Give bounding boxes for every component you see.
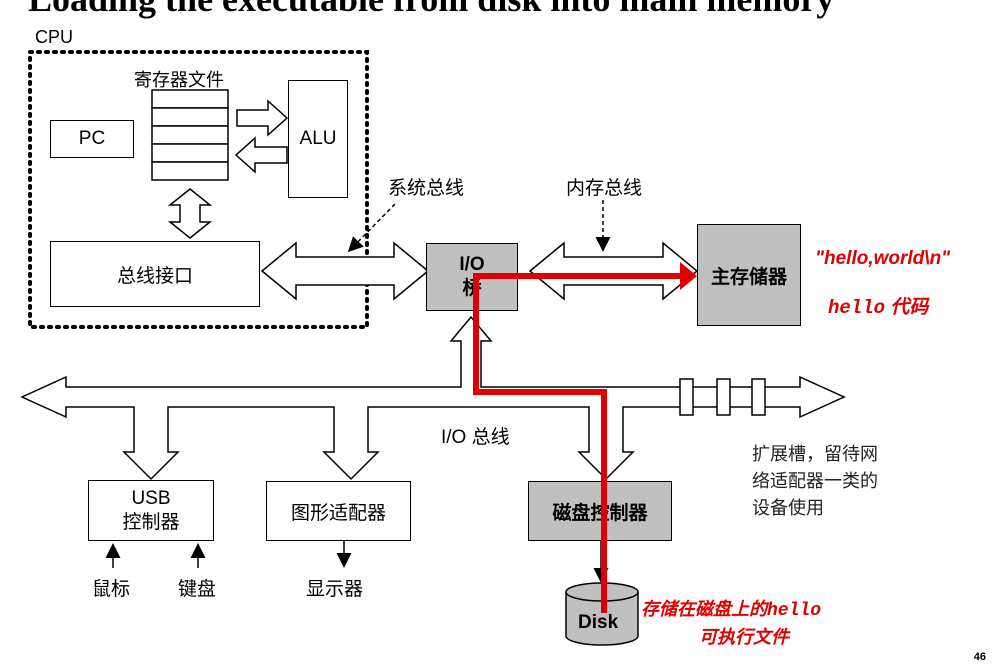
regfile-to-alu-arrow	[236, 99, 289, 137]
alu-label: ALU	[299, 128, 337, 149]
expansion-note-line1: 扩展槽，留待网	[752, 444, 878, 465]
page-number: 46	[973, 651, 986, 663]
graphics-adapter-label: 图形适配器	[290, 502, 386, 524]
expansion-note: 扩展槽，留待网 络适配器一类的 设备使用	[752, 441, 878, 522]
hello-code-suffix: 代码	[885, 297, 929, 318]
bus-interface-label: 总线接口	[116, 265, 193, 287]
system-bus-pointer	[347, 203, 396, 253]
hello-load-path	[473, 273, 680, 613]
mouse-label: 鼠标	[92, 579, 131, 600]
alu-to-regfile-arrow	[234, 136, 288, 174]
cpu-label: CPU	[35, 27, 74, 47]
disk-controller-label: 磁盘控制器	[552, 502, 648, 524]
hello-world-string: "hello,world\n"	[815, 248, 951, 269]
register-file-label: 寄存器文件	[134, 70, 224, 90]
expansion-note-line2: 络适配器一类的	[752, 471, 878, 492]
expansion-note-line3: 设备使用	[752, 498, 824, 519]
pc-register: PC	[50, 120, 134, 158]
keyboard-label: 键盘	[178, 579, 217, 600]
disk-annotation-prefix: 存储在磁盘上的	[641, 599, 767, 619]
register-file-stack	[151, 89, 229, 181]
graphics-adapter: 图形适配器	[266, 481, 411, 541]
io-bus-label: I/O 总线	[441, 427, 510, 448]
system-bus-label: 系统总线	[388, 178, 465, 199]
disk-label: Disk	[578, 612, 619, 633]
display-label: 显示器	[306, 579, 364, 600]
pc-label: PC	[78, 128, 106, 149]
memory-bus-label: 内存总线	[566, 178, 643, 199]
disk-annotation-line2: 可执行文件	[699, 627, 789, 647]
disk-controller: 磁盘控制器	[528, 481, 672, 541]
bus-interface: 总线接口	[50, 241, 260, 307]
hello-code-annotation: hello 代码	[828, 292, 928, 319]
regfile-bus-interface-arrow	[167, 188, 213, 239]
disk-annotation-line1: 存储在磁盘上的hello	[641, 595, 821, 621]
hello-load-path-arrowhead	[680, 262, 697, 290]
cpu-frame	[28, 50, 369, 329]
disk-annotation-word: hello	[767, 601, 822, 621]
alu: ALU	[288, 80, 348, 198]
hello-code-word: hello	[828, 297, 886, 319]
io-bridge-line1: I/O	[459, 254, 485, 275]
usb-controller: USB 控制器	[88, 480, 214, 541]
expansion-slots	[679, 378, 766, 416]
usb-line1: USB	[131, 487, 171, 509]
main-memory-label: 主存储器	[710, 266, 787, 288]
slide-title: Loading the executable from disk into ma…	[28, 0, 834, 20]
usb-line2: 控制器	[122, 511, 180, 533]
main-memory: 主存储器	[697, 224, 801, 326]
